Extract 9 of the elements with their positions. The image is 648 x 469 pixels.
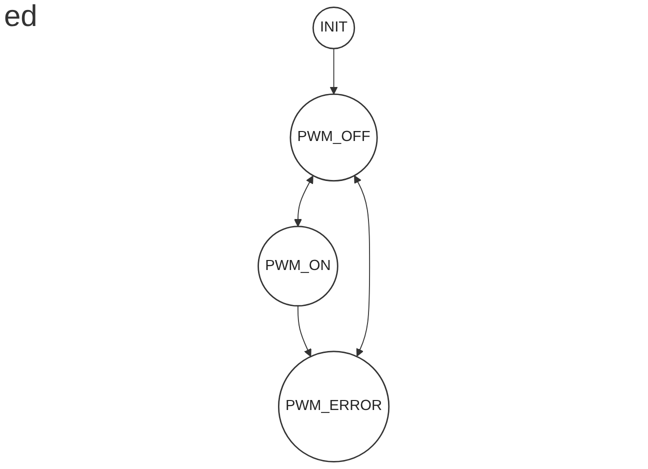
arrow [330, 48, 338, 95]
node-circle: INIT [312, 6, 356, 50]
node-circle: PWM_OFF [290, 94, 378, 182]
arrow [298, 305, 312, 357]
title: ed [4, 0, 38, 34]
arrow [354, 175, 370, 357]
node-circle: PWM_ON [258, 226, 339, 307]
node-circle: PWM_ERROR [278, 350, 390, 462]
arrow [294, 176, 314, 227]
